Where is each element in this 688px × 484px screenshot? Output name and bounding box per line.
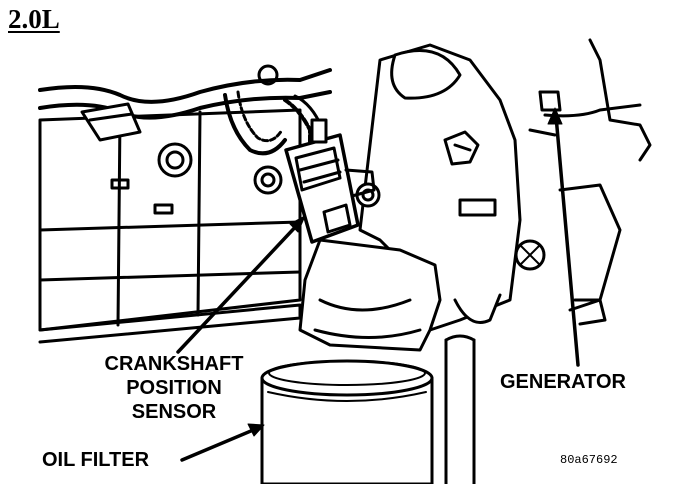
crankshaft-position-sensor [284, 118, 376, 244]
oil-filter-adapter [298, 238, 442, 352]
crankshaft-label-line2: POSITION [126, 377, 222, 399]
coolant-tube [444, 334, 476, 484]
generator [528, 38, 652, 326]
diagram-title: 2.0L [8, 4, 60, 34]
wiring-harness [38, 64, 332, 156]
crankshaft-position-sensor-label: CRANKSHAFT POSITION SENSOR [58, 352, 290, 424]
crankshaft-label-line3: SENSOR [131, 401, 217, 423]
crankshaft-label-line1: CRANKSHAFT [104, 353, 244, 375]
oil-filter-arrow-head [247, 423, 265, 437]
generator-arrow-head [547, 107, 563, 125]
oil-filter-label: OIL FILTER [42, 449, 150, 471]
engine-block [38, 108, 302, 344]
leader-arrows [176, 114, 580, 462]
oil-filter-canister [260, 359, 434, 484]
crankshaft-arrow-head [289, 215, 306, 233]
generator-label: GENERATOR [500, 371, 626, 393]
arrow-heads [247, 107, 563, 437]
figure-code: 80a67692 [560, 453, 618, 467]
